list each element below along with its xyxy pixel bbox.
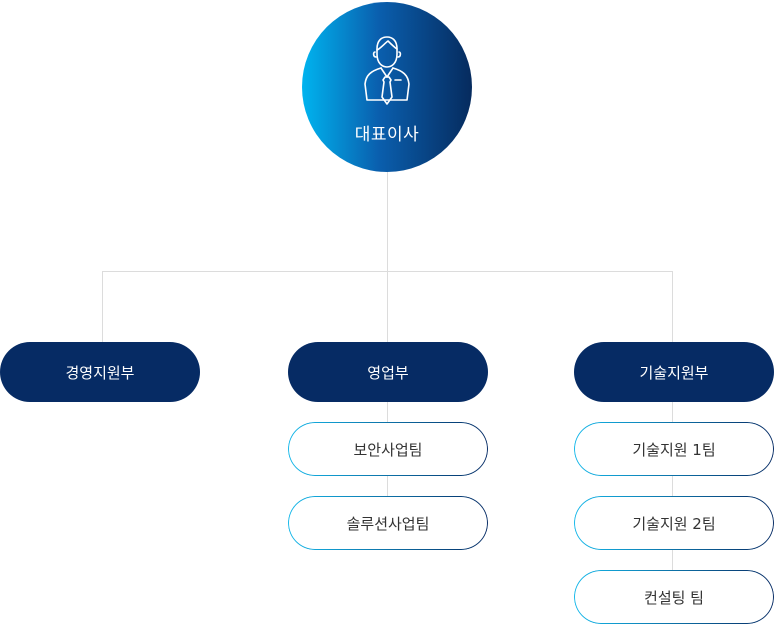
team-label: 보안사업팀 [353,440,423,459]
dept-label: 기술지원부 [639,363,709,382]
connector-dept-1 [102,271,103,342]
team-label: 기술지원 1팀 [632,440,716,459]
dept-label: 영업부 [367,363,409,382]
dept-tech-support[interactable]: 기술지원부 [574,342,774,402]
dept-label: 경영지원부 [65,363,135,382]
team-label: 솔루션사업팀 [346,514,430,533]
team-label: 기술지원 2팀 [632,514,716,533]
connector-ceo-down [387,172,388,272]
ceo-node: 대표이사 [302,2,472,172]
team-security-business[interactable]: 보안사업팀 [288,422,488,476]
businessman-icon [364,36,410,105]
team-consulting[interactable]: 컨설팅 팀 [574,570,774,624]
team-solution-business[interactable]: 솔루션사업팀 [288,496,488,550]
connector-dept-3 [672,271,673,342]
dept-sales[interactable]: 영업부 [288,342,488,402]
team-label: 컨설팅 팀 [644,588,704,607]
team-tech-support-2[interactable]: 기술지원 2팀 [574,496,774,550]
ceo-label: 대표이사 [354,125,420,145]
dept-management-support[interactable]: 경영지원부 [0,342,200,402]
connector-dept-2 [387,271,388,342]
connector-tech-teams [672,402,673,570]
team-tech-support-1[interactable]: 기술지원 1팀 [574,422,774,476]
